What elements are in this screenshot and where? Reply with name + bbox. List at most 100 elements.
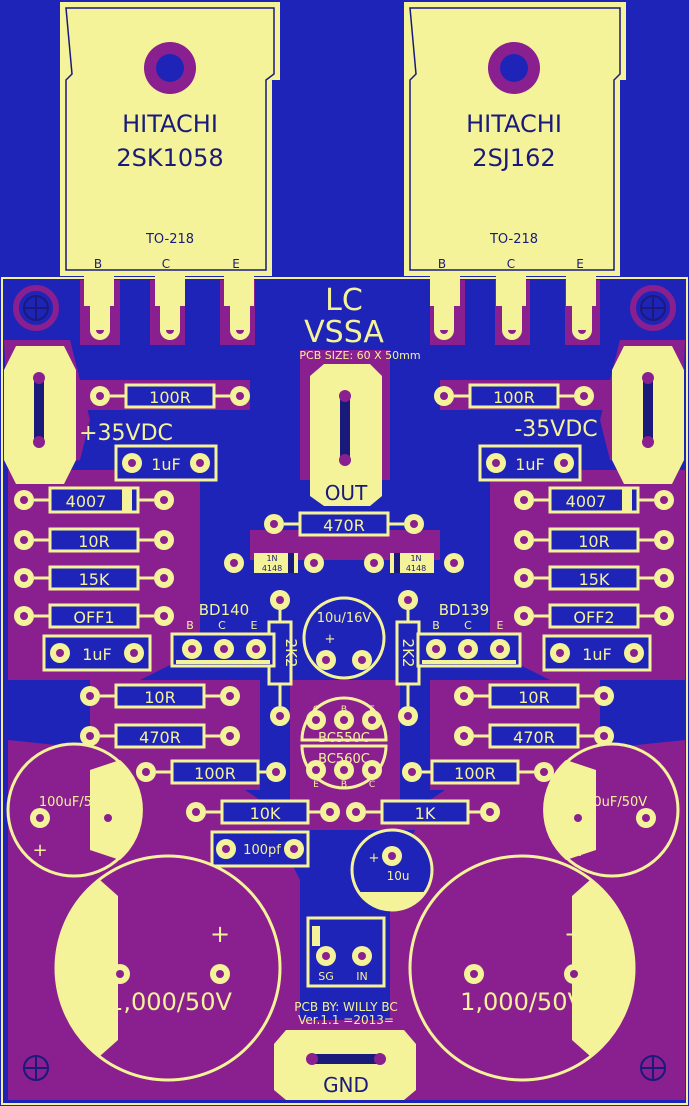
- svg-text:1uF: 1uF: [515, 455, 545, 474]
- svg-text:C: C: [218, 619, 226, 632]
- svg-text:10R: 10R: [144, 688, 175, 707]
- resistor-10k: 10K: [186, 799, 340, 825]
- cap-100uf-left: 100uF/50V +: [6, 742, 143, 878]
- terminal-out: [310, 364, 382, 506]
- resistor-470r-right: 470R: [454, 723, 614, 749]
- resistor-15k-left: 15K: [14, 565, 174, 591]
- resistor-100r-top-right: 100R: [434, 383, 594, 409]
- transistor-right-pin-e: E: [576, 257, 584, 271]
- small-caps: 1uF 1uF 1uF 1uF 100pf: [42, 444, 652, 868]
- svg-text:100uF/50V: 100uF/50V: [39, 795, 109, 810]
- terminal-neg: [612, 346, 684, 484]
- label-out: OUT: [325, 481, 368, 505]
- bc560c: BC560C E B C: [300, 744, 388, 790]
- svg-text:470R: 470R: [513, 728, 555, 747]
- svg-text:B: B: [432, 619, 440, 632]
- cap-1uf-mid-right: 1uF: [542, 634, 652, 672]
- transistor-right-pin-b: B: [438, 257, 446, 271]
- cap-1uf-mid-left: 1uF: [42, 634, 152, 672]
- svg-text:+: +: [369, 851, 380, 866]
- resistor-470r-mid: 470R: [264, 511, 424, 537]
- svg-text:+: +: [325, 632, 336, 647]
- resistor-100r-top-left: 100R: [90, 383, 250, 409]
- svg-text:B: B: [341, 780, 347, 790]
- resistor-100r-right: 100R: [402, 759, 554, 785]
- transistor-left-package: TO-218: [145, 232, 194, 247]
- svg-text:1,000/50V: 1,000/50V: [460, 988, 584, 1016]
- svg-text:10R: 10R: [78, 532, 109, 551]
- pcb-size: PCB SIZE: 60 X 50mm: [299, 349, 420, 362]
- svg-text:1uF: 1uF: [82, 645, 112, 664]
- credits-by: PCB BY: WILLY BC: [294, 1000, 398, 1014]
- resistor-470r-left: 470R: [80, 723, 240, 749]
- svg-text:C: C: [464, 619, 472, 632]
- svg-text:470R: 470R: [139, 728, 181, 747]
- svg-text:E: E: [313, 780, 319, 790]
- svg-text:E: E: [369, 705, 375, 715]
- svg-text:10u: 10u: [387, 869, 410, 883]
- svg-text:B: B: [341, 705, 347, 715]
- cap-1uf-top-left: 1uF: [114, 444, 218, 482]
- svg-text:4007: 4007: [566, 492, 607, 511]
- terminal-gnd: GND: [274, 1030, 416, 1100]
- resistor-100r-left: 100R: [136, 759, 286, 785]
- diode-4007-left: 4007: [14, 486, 174, 514]
- svg-text:+: +: [564, 920, 584, 948]
- svg-text:15K: 15K: [579, 570, 610, 589]
- svg-text:1N: 1N: [410, 554, 421, 563]
- svg-text:C: C: [369, 780, 375, 790]
- transistor-right: HITACHI 2SJ162 TO-218 B C E: [404, 2, 626, 340]
- resistor-15k-right: 15K: [514, 565, 674, 591]
- svg-text:100pf: 100pf: [243, 843, 281, 858]
- svg-text:B: B: [186, 619, 194, 632]
- cap-10u-16v: 10u/16V +: [302, 596, 386, 680]
- svg-text:BC560C: BC560C: [318, 752, 370, 767]
- cap-1000uf-right: + 1,000/50V: [408, 854, 636, 1082]
- cap-100pf: 100pf: [210, 830, 310, 868]
- transistor-left-pin-c: C: [162, 257, 170, 271]
- resistor-1k: 1K: [346, 799, 500, 825]
- svg-text:1N: 1N: [266, 554, 277, 563]
- svg-text:+: +: [32, 840, 47, 861]
- svg-text:100R: 100R: [454, 764, 496, 783]
- svg-text:1K: 1K: [415, 804, 436, 823]
- svg-text:GND: GND: [323, 1073, 369, 1097]
- transistor-left-brand: HITACHI: [122, 110, 218, 138]
- svg-text:470R: 470R: [323, 516, 365, 535]
- svg-text:SG: SG: [318, 970, 334, 983]
- resistor-10r-b-right: 10R: [454, 683, 614, 709]
- cap-1000uf-left: + 1,000/50V: [54, 854, 282, 1082]
- svg-text:BD140: BD140: [199, 601, 249, 619]
- label-neg-35vdc: -35VDC: [514, 417, 597, 442]
- title-vssa: VSSA: [304, 315, 384, 350]
- cap-1uf-top-right: 1uF: [478, 444, 582, 482]
- svg-text:IN: IN: [356, 970, 367, 983]
- transistor-left-pin-b: B: [94, 257, 102, 271]
- svg-text:+: +: [210, 920, 230, 948]
- svg-text:BC550C: BC550C: [318, 731, 370, 746]
- svg-text:10R: 10R: [578, 532, 609, 551]
- svg-text:4148: 4148: [262, 564, 282, 573]
- transistor-right-part: 2SJ162: [472, 144, 555, 172]
- cap-100uf-right: 100uF/50V +: [543, 742, 680, 878]
- svg-text:4148: 4148: [406, 564, 426, 573]
- svg-text:OFF2: OFF2: [573, 608, 614, 627]
- driver-bd139: BD139 B C E: [416, 601, 522, 668]
- svg-text:BD139: BD139: [439, 601, 489, 619]
- svg-text:4007: 4007: [66, 492, 107, 511]
- svg-text:1uF: 1uF: [582, 645, 612, 664]
- svg-text:C: C: [313, 705, 319, 715]
- svg-text:OFF1: OFF1: [73, 608, 114, 627]
- resistor-off2: OFF2: [514, 603, 674, 629]
- svg-text:100uF/50V: 100uF/50V: [577, 795, 647, 810]
- diode-4007-right: 4007: [514, 486, 674, 514]
- svg-text:100R: 100R: [149, 388, 191, 407]
- transistor-right-package: TO-218: [489, 232, 538, 247]
- input-connector: SG IN: [306, 916, 386, 988]
- resistors: 100R 100R 470R 10R 10R 15K 15K OFF1 OFF2…: [14, 383, 674, 825]
- svg-text:2K2: 2K2: [399, 639, 417, 668]
